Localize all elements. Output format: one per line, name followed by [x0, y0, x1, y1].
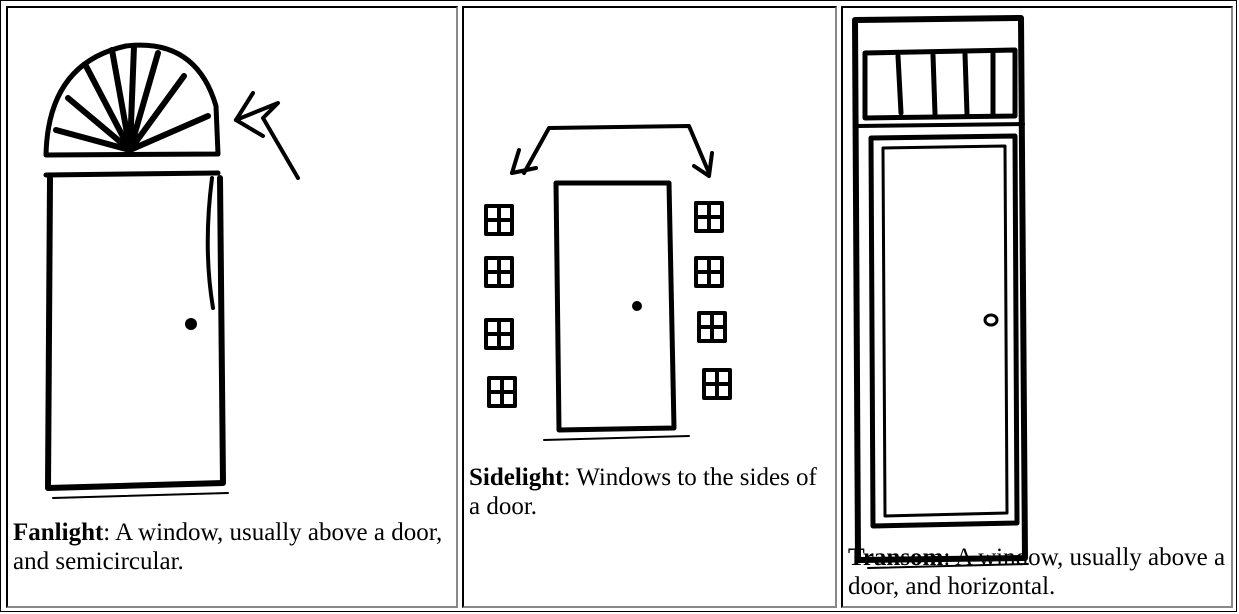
- transom-definition: : A window, usually above a door, and ho…: [848, 544, 1226, 600]
- sidelight-term: Sidelight: [469, 464, 564, 491]
- fanlight-definition: : A window, usually above a door, and se…: [13, 519, 443, 575]
- sidelight-definition: : Windows to the sides of a door.: [469, 464, 817, 520]
- transom-drawing: [852, 15, 1029, 569]
- sidelight-drawing: [484, 124, 732, 441]
- fanlight-cell: Fanlight: A window, usually above a door…: [6, 6, 458, 608]
- fanlight-term: Fanlight: [13, 519, 104, 546]
- fanlight-caption: Fanlight: A window, usually above a door…: [13, 518, 453, 576]
- fanlight-drawing: [43, 42, 300, 499]
- transom-caption: Transom: A window, usually above a door,…: [848, 543, 1233, 601]
- transom-cell: Transom: A window, usually above a door,…: [841, 6, 1233, 608]
- transom-term: Transom: [848, 544, 944, 571]
- sidelight-caption: Sidelight: Windows to the sides of a doo…: [469, 463, 829, 521]
- sidelight-cell: Sidelight: Windows to the sides of a doo…: [462, 6, 837, 608]
